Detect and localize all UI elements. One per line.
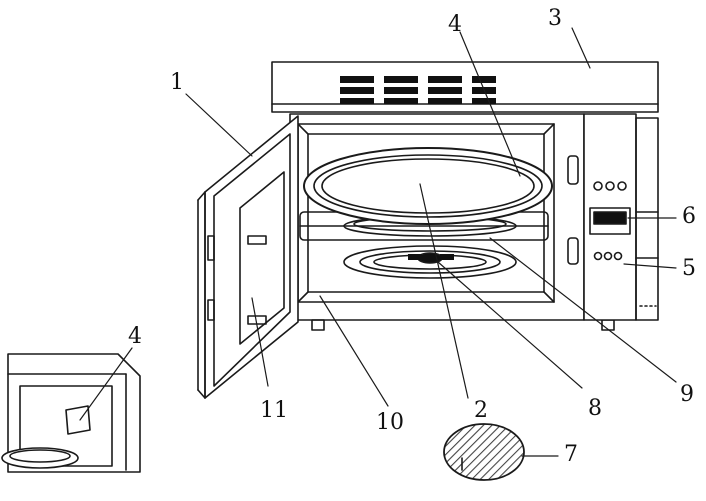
glass-tray bbox=[303, 147, 553, 225]
callout-2: 2 bbox=[474, 398, 488, 423]
callout-1: 1 bbox=[170, 70, 184, 95]
leader-lines bbox=[79, 27, 677, 457]
callout-10: 10 bbox=[376, 410, 404, 435]
roller-ring bbox=[343, 245, 517, 279]
callout-7: 7 bbox=[564, 442, 578, 467]
callout-4-inset: 4 bbox=[128, 324, 142, 349]
door bbox=[197, 115, 299, 399]
callout-8: 8 bbox=[588, 396, 602, 421]
outer-case bbox=[271, 61, 659, 113]
callout-4: 4 bbox=[448, 12, 462, 37]
vent-slots bbox=[340, 76, 496, 104]
callout-6: 6 bbox=[682, 204, 696, 229]
callout-3: 3 bbox=[548, 6, 562, 31]
control-panel bbox=[583, 113, 659, 321]
coupler-detail bbox=[443, 423, 525, 481]
callout-9: 9 bbox=[680, 382, 694, 407]
callout-11: 11 bbox=[260, 398, 288, 423]
inset-detail bbox=[1, 353, 141, 473]
callout-5: 5 bbox=[682, 256, 696, 281]
